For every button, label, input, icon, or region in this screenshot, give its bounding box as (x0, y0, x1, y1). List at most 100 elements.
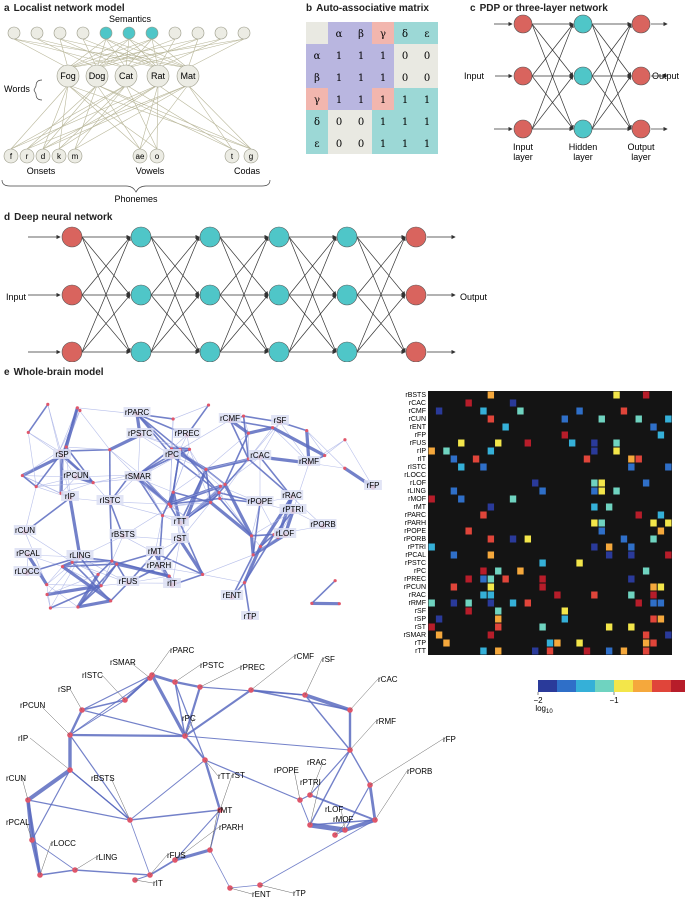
heatmap-row-label: rMOF (408, 496, 426, 503)
codas-label: Codas (234, 166, 261, 176)
phoneme-label: m (72, 152, 79, 161)
deep-hidden-node (336, 341, 358, 362)
heatmap-cell (480, 567, 487, 575)
heatmap-cell (657, 527, 665, 535)
phoneme-label: d (41, 152, 45, 161)
heatmap-cell (487, 447, 495, 455)
phoneme-node (132, 148, 148, 164)
region-label: rPARH (219, 823, 244, 832)
region-label-box (246, 496, 274, 506)
region-label: rIT (153, 879, 163, 888)
heatmap-cell (642, 567, 650, 575)
heatmap-cell (495, 567, 502, 575)
heatmap-cell (428, 495, 435, 503)
matrix-row-header (306, 44, 328, 66)
region-label: rSF (322, 655, 335, 664)
heatmap-cell (487, 575, 495, 583)
semantic-node (191, 26, 205, 40)
heatmap-cell (561, 415, 568, 423)
deep-hidden-node (268, 341, 290, 362)
heatmap-cell (509, 599, 517, 607)
region-label-box (124, 471, 152, 481)
heatmap-cell (657, 511, 665, 519)
matrix-header-cell (328, 22, 350, 44)
heatmap-cell (657, 583, 665, 591)
heatmap-cell (628, 463, 635, 471)
brain-region-node (45, 592, 49, 597)
matrix-cell-value: 1 (358, 95, 364, 106)
word-label: Rat (151, 71, 166, 81)
onsets-label: Onsets (27, 166, 56, 176)
matrix-cell-value: 1 (336, 73, 342, 84)
region-label: rPSTC (128, 429, 152, 438)
heatmap-cell (539, 575, 546, 583)
region-label: rPOPE (274, 766, 299, 775)
matrix-header-label: α (336, 29, 343, 40)
semantic-node (237, 26, 251, 40)
colorbar-segment (652, 680, 672, 692)
heatmap-row-label: rPREC (404, 576, 426, 583)
brain-region-node (160, 513, 165, 518)
vowels-label: Vowels (136, 166, 165, 176)
heatmap-row-label: rIP (417, 448, 426, 455)
heatmap-cell (598, 519, 605, 527)
matrix-cell-value: 1 (424, 95, 430, 106)
matrix-cell (328, 66, 350, 88)
brain-region-node (169, 504, 173, 508)
heatmap-cell (465, 599, 472, 607)
heatmap-cell (635, 455, 642, 463)
heatmap-cell (502, 575, 509, 583)
brain-region-node (60, 564, 65, 569)
heatmap-row-label: rST (415, 624, 427, 631)
region-label-box (146, 546, 164, 556)
deep-hidden-node (130, 341, 152, 362)
brain-region-node (187, 447, 192, 451)
region-label: rPTRI (300, 778, 321, 787)
region-label-box (279, 504, 307, 514)
heatmap-row-label: rLOCC (404, 472, 426, 479)
region-label-box (145, 560, 173, 570)
hidden-layer-node (573, 14, 593, 34)
phoneme-node (3, 148, 19, 164)
word-label: Mat (180, 71, 196, 81)
region-label: rRMF (376, 717, 396, 726)
region-label: rRMF (299, 457, 319, 466)
phoneme-node (35, 148, 51, 164)
matrix-row-header (306, 132, 328, 154)
semantic-node (168, 26, 182, 40)
semantics-label: Semantics (109, 14, 152, 24)
heatmap-cell (605, 551, 613, 559)
deep-output-node (405, 341, 427, 362)
brain-region-node (218, 484, 223, 488)
region-label-box (163, 449, 181, 459)
heatmap-cell (628, 551, 635, 559)
heatmap-cell (576, 407, 583, 415)
heatmap-cell (591, 439, 598, 447)
heatmap-cell (554, 639, 561, 647)
heatmap-cell (635, 511, 642, 519)
region-label-box (13, 525, 37, 535)
heatmap-row-label: rPORB (404, 536, 427, 543)
heatmap-cell (495, 615, 502, 623)
word-label: Fog (60, 71, 76, 81)
heatmap-cell (665, 463, 672, 471)
brain-region-node (171, 490, 175, 494)
brain-region-node (242, 581, 247, 585)
matrix-corner (306, 22, 328, 44)
deep-hidden-node (268, 284, 290, 306)
input-layer-node (513, 66, 533, 86)
heatmap-row-label: rCUN (409, 416, 427, 423)
matrix-cell (328, 132, 350, 154)
brain-region-node (271, 426, 275, 430)
matrix-cell (372, 110, 394, 132)
brain-region-node (109, 599, 113, 603)
heatmap-cell (642, 391, 650, 399)
heatmap-cell (657, 615, 665, 623)
region-label: rFP (443, 735, 456, 744)
matrix-cell (372, 132, 394, 154)
deep-input-node (61, 341, 83, 362)
heatmap-cell (428, 623, 435, 631)
region-label-box (61, 491, 79, 501)
